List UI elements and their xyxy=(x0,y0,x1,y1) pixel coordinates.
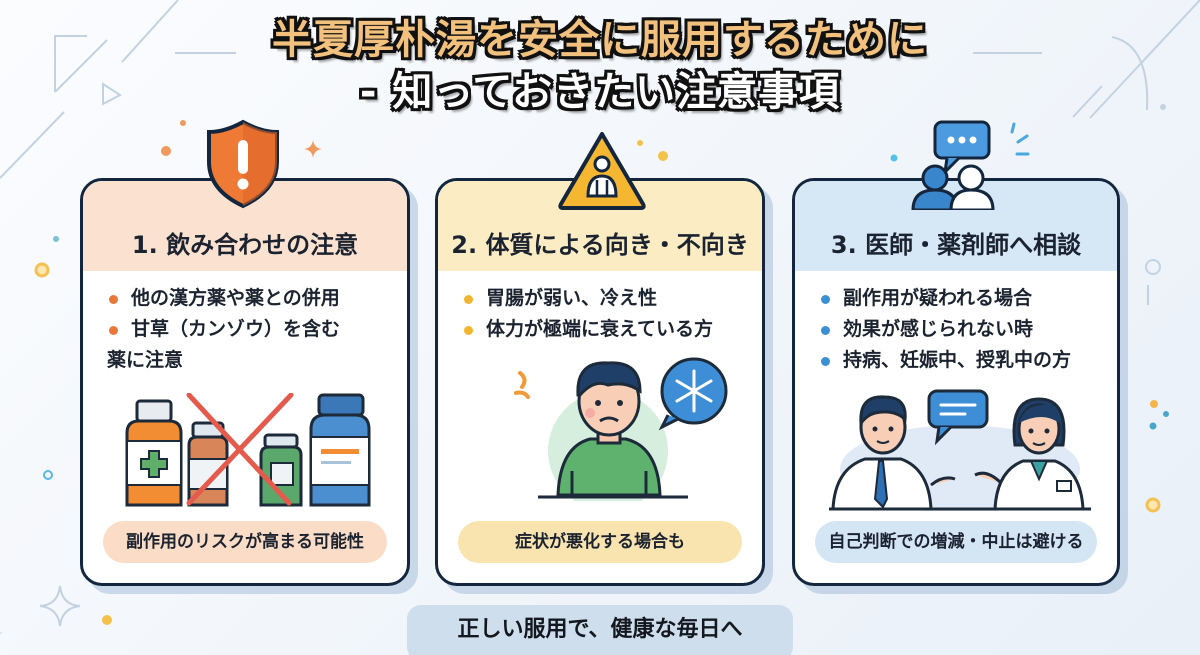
footer-banner: 正しい服用で、健康な毎日へ xyxy=(407,605,793,655)
list-item: 甘草（カンゾウ）を含む xyxy=(105,314,340,345)
crossed-out-medicine-bottles-icon xyxy=(125,393,371,507)
list-item: 他の漢方薬や薬との併用 xyxy=(105,283,340,314)
card-drug-interactions: 1. 飲み合わせの注意 他の漢方薬や薬との併用 甘草（カンゾウ）を含む 薬に注意… xyxy=(80,178,410,586)
list-item: 副作用が疑われる場合 xyxy=(817,283,1071,314)
warning-pill: 症状が悪化する場合も xyxy=(458,521,742,563)
bullet-list: 他の漢方薬や薬との併用 甘草（カンゾウ）を含む 薬に注意 xyxy=(105,283,340,376)
warning-pill: 自己判断での増減・中止は避ける xyxy=(815,521,1097,563)
doctor-pharmacist-conversation-icon xyxy=(829,389,1091,511)
card-heading: 1. 飲み合わせの注意 xyxy=(131,231,359,259)
bullet-list: 胃腸が弱い、冷え性 体力が極端に衰えている方 xyxy=(460,283,713,345)
list-item: 体力が極端に衰えている方 xyxy=(460,314,713,345)
warning-triangle-person-icon xyxy=(558,132,646,210)
page-title: 半夏厚朴湯を安全に服用するために - 知っておきたい注意事項 xyxy=(0,14,1200,118)
list-item: 胃腸が弱い、冷え性 xyxy=(460,283,713,314)
two-people-chat-icon xyxy=(911,120,1030,210)
card-heading: 2. 体質による向き・不向き xyxy=(451,231,749,259)
list-item: 薬に注意 xyxy=(107,349,184,371)
card-constitution-suitability: 2. 体質による向き・不向き 胃腸が弱い、冷え性 体力が極端に衰えている方 症状… xyxy=(435,178,765,586)
list-item: 持病、妊娠中、授乳中の方 xyxy=(817,345,1071,376)
shield-exclamation-icon xyxy=(207,119,279,209)
cold-unwell-person-icon xyxy=(514,357,728,501)
card-consult-doctor-pharmacist: 3. 医師・薬剤師へ相談 副作用が疑われる場合 効果が感じられない時 持病、妊娠… xyxy=(792,178,1120,586)
list-item: 効果が感じられない時 xyxy=(817,314,1071,345)
card-heading: 3. 医師・薬剤師へ相談 xyxy=(830,231,1082,259)
title-line-2: - 知っておきたい注意事項 xyxy=(359,69,841,115)
title-line-1: 半夏厚朴湯を安全に服用するために xyxy=(272,17,928,63)
bullet-list: 副作用が疑われる場合 効果が感じられない時 持病、妊娠中、授乳中の方 xyxy=(817,283,1071,376)
warning-pill: 副作用のリスクが高まる可能性 xyxy=(103,521,387,563)
